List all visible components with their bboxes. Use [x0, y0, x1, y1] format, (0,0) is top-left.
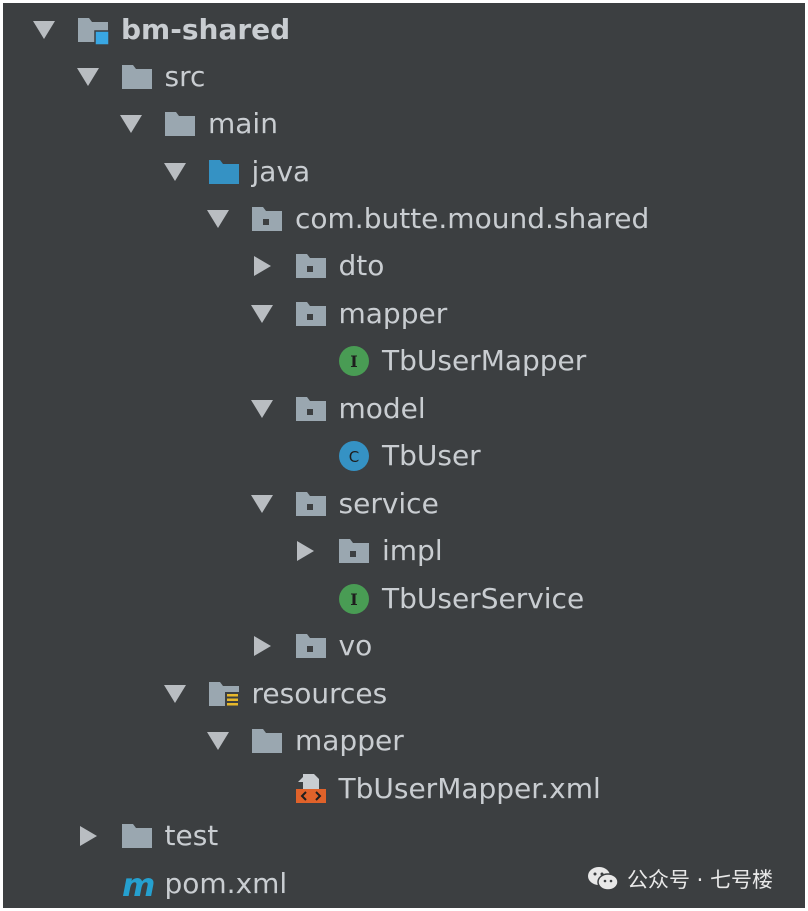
chevron-down-icon[interactable] — [250, 495, 273, 513]
interface-icon: I — [337, 583, 371, 615]
module-folder-icon — [76, 14, 110, 46]
svg-text:m: m — [122, 868, 155, 900]
chevron-down-icon[interactable] — [120, 115, 142, 133]
chevron-right-icon[interactable] — [253, 636, 271, 656]
watermark: 公众号 · 七号楼 — [587, 862, 773, 896]
tree-item-label: test — [164, 819, 219, 852]
package-icon — [294, 488, 328, 520]
tree-item-label: TbUserMapper.xml — [338, 772, 601, 805]
tree-item-label: TbUserService — [382, 582, 585, 615]
tree-item-label: dto — [338, 249, 385, 282]
package-icon — [250, 203, 284, 235]
resources-folder-icon — [207, 678, 241, 710]
tree-item-label: service — [338, 487, 439, 520]
tree-item-label: resources — [251, 677, 388, 710]
chevron-down-icon[interactable] — [33, 21, 55, 39]
tree-item-label: main — [208, 107, 278, 140]
package-icon — [294, 393, 328, 425]
chevron-right-icon[interactable] — [79, 826, 97, 846]
chevron-down-icon[interactable] — [163, 163, 186, 181]
tree-item-vo[interactable]: vo — [3, 626, 793, 666]
tree-item-tbusermapper-xml[interactable]: TbUserMapper.xml — [3, 769, 793, 809]
tree-item-resources[interactable]: resources — [3, 674, 793, 714]
chevron-right-icon[interactable] — [253, 256, 271, 276]
chevron-down-icon[interactable] — [207, 732, 229, 750]
chevron-down-icon[interactable] — [250, 305, 273, 323]
wechat-icon — [588, 867, 619, 891]
xml-file-icon — [294, 773, 328, 805]
tree-item-label: mapper — [295, 724, 404, 757]
folder-icon — [163, 108, 197, 140]
tree-item-dto[interactable]: dto — [3, 246, 793, 286]
tree-item-mapper[interactable]: mapper — [3, 294, 793, 334]
tree-item-tbuserservice[interactable]: I TbUserService — [3, 579, 793, 619]
tree-item-impl[interactable]: impl — [3, 531, 793, 571]
package-icon — [294, 298, 328, 330]
folder-icon — [250, 725, 284, 757]
watermark-text: 公众号 · 七号楼 — [627, 868, 774, 892]
tree-item-label: TbUser — [382, 439, 481, 472]
tree-item-label: java — [251, 155, 311, 188]
interface-icon: I — [337, 345, 371, 377]
tree-item-label: vo — [338, 629, 373, 662]
package-icon — [294, 630, 328, 662]
tree-item-service[interactable]: service — [3, 484, 793, 524]
chevron-right-icon[interactable] — [297, 541, 314, 561]
tree-item-java[interactable]: java — [3, 152, 793, 192]
tree-item-label: mapper — [338, 297, 448, 330]
source-folder-icon — [207, 156, 241, 188]
chevron-down-icon[interactable] — [250, 400, 273, 418]
class-icon: C — [337, 440, 371, 472]
tree-item-label: pom.xml — [164, 867, 288, 900]
svg-text:I: I — [350, 590, 357, 609]
svg-text:C: C — [349, 448, 359, 466]
maven-icon: m — [120, 866, 155, 904]
package-icon — [337, 535, 371, 567]
folder-icon — [120, 61, 154, 93]
chevron-down-icon[interactable] — [207, 210, 229, 228]
tree-item-bm-shared[interactable]: bm-shared — [3, 10, 793, 50]
tree-item-tbusermapper[interactable]: I TbUserMapper — [3, 341, 793, 381]
tree-item-pom-xml[interactable]: m pom.xml — [3, 864, 793, 904]
chevron-down-icon[interactable] — [163, 685, 186, 703]
tree-item-tbuser[interactable]: C TbUser — [3, 436, 793, 476]
tree-item-label: src — [164, 60, 206, 93]
tree-item-label: TbUserMapper — [382, 344, 587, 377]
folder-icon — [120, 820, 154, 852]
tree-item-label: bm-shared — [121, 13, 291, 46]
tree-item-resources-mapper[interactable]: mapper — [3, 721, 793, 761]
tree-item-label: com.butte.mound.shared — [295, 202, 650, 235]
tree-item-src[interactable]: src — [3, 57, 793, 97]
svg-text:I: I — [350, 352, 357, 371]
chevron-down-icon[interactable] — [76, 68, 99, 86]
tree-item-test[interactable]: test — [3, 816, 793, 856]
tree-item-package[interactable]: com.butte.mound.shared — [3, 199, 793, 239]
tree-item-label: model — [338, 392, 426, 425]
tree-item-model[interactable]: model — [3, 389, 793, 429]
package-icon — [294, 250, 328, 282]
tree-item-main[interactable]: main — [3, 104, 793, 144]
tree-item-label: impl — [382, 534, 443, 567]
